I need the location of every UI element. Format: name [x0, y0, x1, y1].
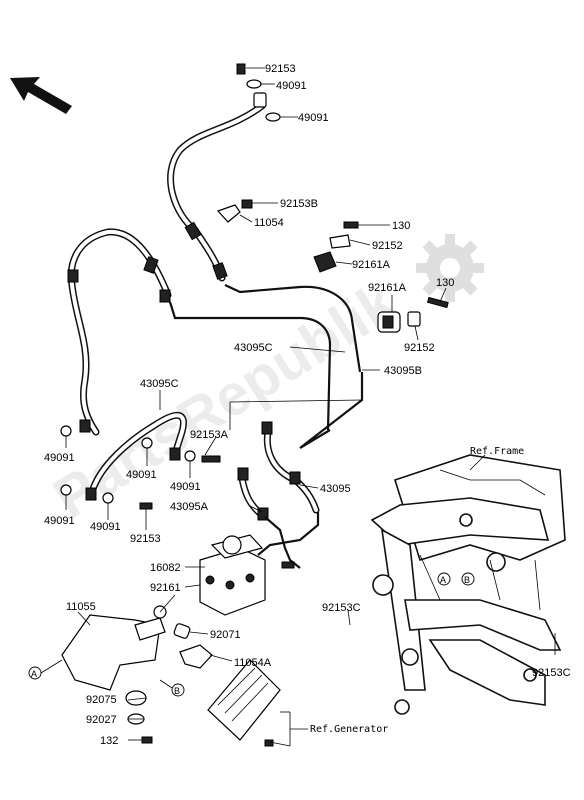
- marker-b-frame: B: [461, 572, 475, 586]
- label-49091-d: 49091: [126, 469, 157, 481]
- svg-text:B: B: [464, 575, 470, 585]
- label-43095b: 43095B: [384, 365, 422, 377]
- label-ref-generator: Ref.Generator: [310, 724, 388, 735]
- label-92075: 92075: [86, 694, 117, 706]
- label-92152-b: 92152: [404, 342, 435, 354]
- label-49091-e: 49091: [170, 481, 201, 493]
- hose-fittings: [67, 92, 301, 521]
- label-ref-frame: Ref.Frame: [470, 446, 524, 457]
- part-labels: 92153 49091 49091 92153B 11054 130 92152…: [44, 63, 571, 747]
- label-49091-f: 49091: [44, 515, 75, 527]
- svg-text:B: B: [174, 686, 180, 696]
- label-49091-g: 49091: [90, 521, 121, 533]
- label-43095c-a: 43095C: [234, 342, 273, 354]
- label-11054a: 11054A: [234, 657, 272, 669]
- label-11055: 11055: [66, 601, 96, 613]
- label-92027: 92027: [86, 714, 117, 726]
- svg-text:A: A: [440, 575, 446, 585]
- regulator-unit: [207, 659, 281, 747]
- banjo-bolt-top: [236, 63, 281, 122]
- label-43095a: 43095A: [170, 501, 209, 513]
- marker-a-frame: A: [437, 572, 451, 586]
- abs-unit-16082: [199, 534, 295, 616]
- label-49091-a: 49091: [276, 80, 307, 92]
- label-132: 132: [100, 735, 118, 747]
- label-43095c-b: 43095C: [140, 378, 179, 390]
- marker-b-left: B: [159, 679, 185, 697]
- label-130-a: 130: [392, 220, 410, 232]
- svg-text:A: A: [31, 669, 37, 679]
- label-92153b: 92153B: [280, 198, 318, 210]
- gear-icon: [416, 234, 484, 302]
- sensor-hardware: [313, 221, 449, 333]
- label-130-b: 130: [436, 277, 454, 289]
- label-49091-c: 49091: [44, 452, 75, 464]
- label-92161a-b: 92161A: [368, 282, 407, 294]
- label-92161a-a: 92161A: [352, 259, 391, 271]
- label-16082: 16082: [150, 562, 181, 574]
- label-92152-a: 92152: [372, 240, 403, 252]
- label-92161: 92161: [150, 582, 181, 594]
- label-92153c-b: 92153C: [532, 667, 571, 679]
- label-92153c-a: 92153C: [322, 602, 361, 614]
- label-49091-b: 49091: [298, 112, 329, 124]
- arrow-up-left-icon: [10, 77, 72, 114]
- label-11054: 11054: [254, 217, 284, 229]
- marker-a-left: A: [28, 659, 63, 680]
- label-92153-b: 92153: [130, 533, 161, 545]
- bracket-11055: [61, 605, 213, 744]
- label-92153a: 92153A: [190, 429, 229, 441]
- label-92153-top: 92153: [265, 63, 296, 75]
- frame-drawing: [370, 454, 566, 715]
- clamp-11054: [216, 199, 253, 223]
- label-92071: 92071: [210, 629, 241, 641]
- label-43095: 43095: [320, 483, 351, 495]
